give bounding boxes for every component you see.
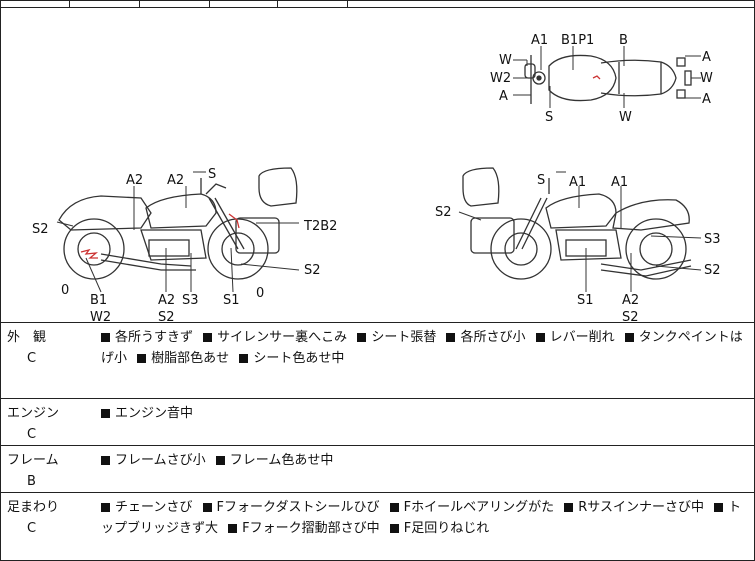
section-items: エンジン音中 <box>101 403 749 424</box>
left-label-a2-3: A2 <box>158 293 175 308</box>
diagram-svg: A1 B1P1 B W W2 A S W A W A <box>32 33 721 322</box>
top-label-w-bottom: W <box>619 110 632 125</box>
left-side-view <box>58 167 298 280</box>
right-label-s: S <box>537 173 545 188</box>
list-item: サイレンサー裏へこみ <box>203 330 347 345</box>
grade-label: C <box>27 351 37 366</box>
left-label-t2b2: T2B2 <box>303 219 337 234</box>
left-label-s: S <box>208 167 216 182</box>
section-exterior: 外 観 C 各所うすきず サイレンサー裏へこみ シート張替 各所さび小 レバー削… <box>1 323 754 399</box>
left-label-s1: S1 <box>223 293 240 308</box>
section-engine: エンジン C エンジン音中 <box>1 399 754 446</box>
list-item: Fホイールベアリングがた <box>389 500 554 515</box>
right-label-a1-2: A1 <box>611 175 628 190</box>
list-item: Rサスインナーさび中 <box>564 500 704 515</box>
grade-label: C <box>27 521 37 536</box>
top-label-a1: A1 <box>531 33 548 48</box>
section-items: 各所うすきず サイレンサー裏へこみ シート張替 各所さび小 レバー削れ タンクペ… <box>101 327 749 369</box>
list-item: タンクペイントはげ小 <box>101 330 743 366</box>
section-label: 足まわり C <box>7 497 79 539</box>
bullet-square-icon <box>101 455 110 465</box>
bullet-square-icon <box>564 502 574 512</box>
right-label-s1: S1 <box>577 293 594 308</box>
top-label-b: B <box>619 33 628 48</box>
right-label-s2-right: S2 <box>704 263 721 278</box>
left-label-a2-2: A2 <box>167 173 184 188</box>
bullet-square-icon <box>239 353 249 363</box>
top-label-a-left: A <box>499 89 508 104</box>
right-view-leaders <box>458 171 702 292</box>
bullet-square-icon <box>215 455 225 465</box>
section-items: チェーンさび Fフォークダストシールひび Fホイールベアリングがた Rサスインナ… <box>101 497 749 539</box>
top-view-leaders <box>513 46 701 108</box>
left-label-b1: B1 <box>90 293 107 308</box>
bullet-square-icon <box>446 332 456 342</box>
list-item: 各所うすきず <box>101 330 193 345</box>
bullet-square-icon <box>535 332 545 342</box>
category-label: エンジン <box>7 406 60 421</box>
left-label-s2: S2 <box>32 222 49 237</box>
left-label-0-a: 0 <box>61 283 69 298</box>
bullet-square-icon <box>624 332 634 342</box>
left-label-a2-1: A2 <box>126 173 143 188</box>
list-item: シート張替 <box>357 330 436 345</box>
list-item: シート色あせ中 <box>239 351 344 366</box>
top-label-w2: W2 <box>490 71 511 86</box>
category-label: 外 観 <box>7 330 47 345</box>
top-label-w-right: W <box>700 71 713 86</box>
right-label-a2: A2 <box>622 293 639 308</box>
bullet-square-icon <box>101 502 110 512</box>
top-label-s: S <box>545 110 553 125</box>
list-item: フレーム色あせ中 <box>215 453 333 468</box>
section-label: フレーム B <box>7 450 79 492</box>
bullet-square-icon <box>101 332 110 342</box>
right-label-s2-bottom: S2 <box>622 310 639 322</box>
top-label-a-right-bottom: A <box>702 92 711 107</box>
list-item: 樹脂部色あせ <box>137 351 229 366</box>
category-label: 足まわり <box>7 500 60 515</box>
right-label-a1-1: A1 <box>569 175 586 190</box>
list-item: Fフォークダストシールひび <box>202 500 379 515</box>
section-label: エンジン C <box>7 403 79 445</box>
left-view-leaders <box>56 171 300 293</box>
left-label-w2: W2 <box>90 310 111 322</box>
bullet-square-icon <box>389 502 399 512</box>
bullet-square-icon <box>389 523 399 533</box>
bullet-square-icon <box>202 502 212 512</box>
right-label-s2-left: S2 <box>435 205 452 220</box>
list-item: Fフォーク摺動部さび中 <box>228 521 380 536</box>
left-label-s2-right: S2 <box>304 263 321 278</box>
right-side-view <box>462 167 692 280</box>
header-strip <box>1 1 754 8</box>
left-label-s2-bottom: S2 <box>158 310 175 322</box>
bullet-square-icon <box>101 408 110 418</box>
bullet-square-icon <box>357 332 367 342</box>
list-item: トップブリッジきず大 <box>101 500 742 536</box>
bullet-square-icon <box>203 332 213 342</box>
left-label-0-b: 0 <box>256 286 264 301</box>
list-item: チェーンさび <box>101 500 192 515</box>
list-item: フレームさび小 <box>101 453 206 468</box>
top-label-b1p1: B1P1 <box>561 33 594 48</box>
category-label: フレーム <box>7 453 59 468</box>
right-label-s3: S3 <box>704 232 721 247</box>
bullet-square-icon <box>228 523 238 533</box>
left-label-s3: S3 <box>182 293 199 308</box>
motorcycle-damage-diagram: A1 B1P1 B W W2 A S W A W A <box>1 8 754 323</box>
list-item: F足回りねじれ <box>389 521 489 536</box>
grade-label: B <box>27 474 36 489</box>
section-label: 外 観 C <box>7 327 79 369</box>
grade-label: C <box>27 427 37 442</box>
top-label-w-left: W <box>499 53 512 68</box>
list-item: レバー削れ <box>535 330 615 345</box>
bullet-square-icon <box>714 502 724 512</box>
section-frame: フレーム B フレームさび小 フレーム色あせ中 <box>1 446 754 493</box>
list-item: エンジン音中 <box>101 406 193 421</box>
list-item: 各所さび小 <box>446 330 525 345</box>
section-items: フレームさび小 フレーム色あせ中 <box>101 450 749 471</box>
section-suspension: 足まわり C チェーンさび Fフォークダストシールひび Fホイールベアリングがた… <box>1 493 754 560</box>
bullet-square-icon <box>137 353 147 363</box>
top-label-a-right-top: A <box>702 50 711 65</box>
